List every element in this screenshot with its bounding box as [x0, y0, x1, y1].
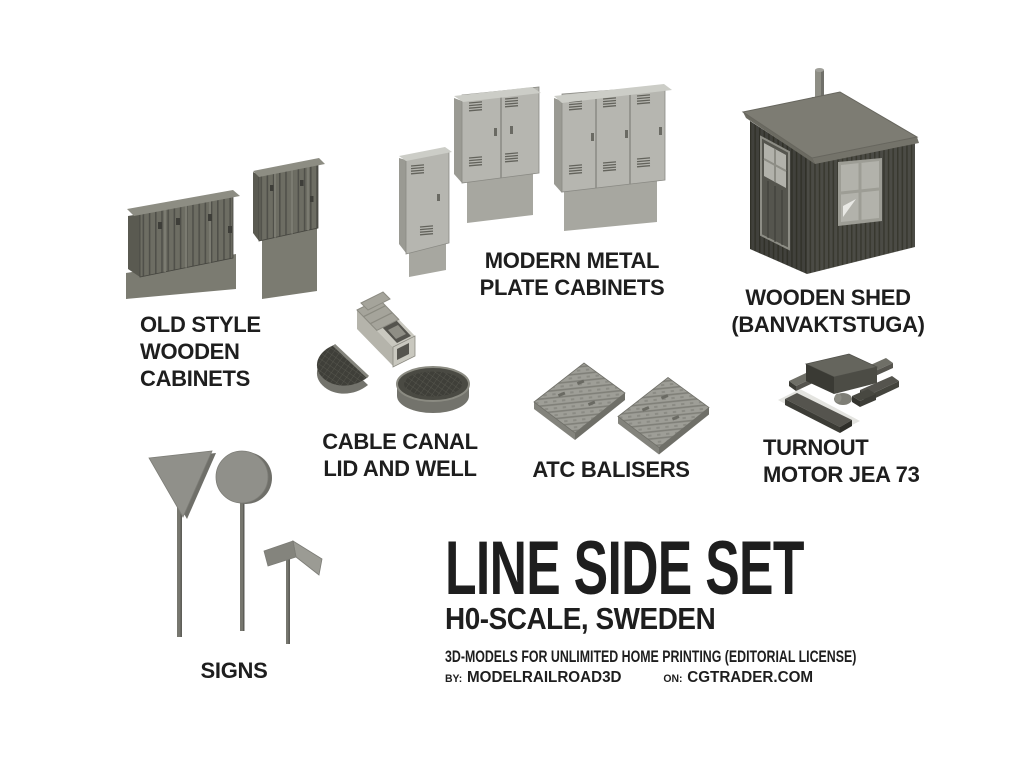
sign-circle-render: [215, 450, 272, 631]
label-old-wooden-cabinets: OLD STYLE WOODEN CABINETS: [140, 311, 261, 392]
label-cable-canal: CABLE CANAL LID AND WELL: [310, 428, 490, 482]
shed-window: [838, 158, 882, 226]
turnout-motor-render: [778, 353, 899, 433]
label-atc-balisers: ATC BALISERS: [516, 456, 706, 483]
modern-cabinet-three-door-render: [554, 84, 672, 231]
label-line: PLATE CABINETS: [479, 275, 665, 300]
label-line: CABINETS: [140, 366, 251, 391]
sign-arrow-render: [263, 540, 323, 644]
license-line: 3D-MODELS FOR UNLIMITED HOME PRINTING (E…: [445, 648, 857, 666]
wooden-shed-render: [741, 68, 919, 274]
shed-door: [760, 135, 790, 251]
label-line: OLD STYLE: [140, 312, 261, 337]
label-turnout-motor: TURNOUT MOTOR JEA 73: [763, 434, 920, 488]
sign-triangle-render: [148, 450, 216, 637]
modern-cabinet-two-door-render: [454, 86, 541, 223]
poster-title: LINE SIDE SET: [445, 526, 804, 611]
label-line: CABLE CANAL: [322, 429, 478, 454]
by-label: BY:: [445, 673, 463, 685]
label-line: (BANVAKTSTUGA): [731, 312, 925, 337]
label-wooden-shed: WOODEN SHED (BANVAKTSTUGA): [708, 284, 948, 338]
label-line: MOTOR JEA 73: [763, 462, 920, 487]
atc-baliser-render: [533, 362, 626, 440]
label-line: WOODEN: [140, 339, 240, 364]
atc-baliser-render: [617, 377, 710, 455]
poster-subtitle: H0-SCALE, SWEDEN: [445, 601, 716, 636]
label-line: SIGNS: [200, 658, 268, 683]
on-label: ON:: [663, 673, 683, 685]
marketplace-name: CGTRADER.COM: [687, 669, 814, 686]
label-line: ATC BALISERS: [532, 457, 690, 482]
cable-canal-render: [356, 291, 416, 368]
credits-line: BY: MODELRAILROAD3D ON: CGTRADER.COM: [445, 668, 813, 687]
old-wooden-cabinet-small-render: [253, 158, 325, 299]
label-signs: SIGNS: [154, 657, 314, 684]
label-line: LID AND WELL: [323, 456, 477, 481]
label-line: WOODEN SHED: [745, 285, 911, 310]
label-line: TURNOUT: [763, 435, 869, 460]
old-wooden-cabinet-large-render: [126, 190, 240, 299]
modern-cabinet-narrow-render: [399, 147, 452, 277]
label-line: MODERN METAL: [484, 248, 660, 273]
well-lid-half-round-render: [316, 343, 370, 394]
label-modern-cabinets: MODERN METAL PLATE CABINETS: [452, 247, 692, 301]
author-name: MODELRAILROAD3D: [466, 669, 622, 686]
well-round-render: [396, 366, 470, 413]
